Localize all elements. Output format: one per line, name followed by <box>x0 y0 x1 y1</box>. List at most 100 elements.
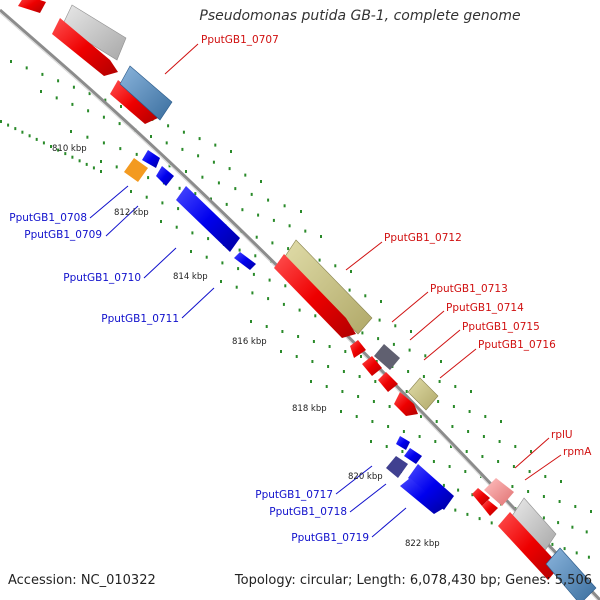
gene-0718[interactable] <box>408 464 454 510</box>
tick-dot <box>490 521 493 525</box>
label-pputgb1-0712[interactable]: PputGB1_0712 <box>384 232 462 244</box>
label-pputgb1-0714[interactable]: PputGB1_0714 <box>446 302 524 314</box>
gene-0714[interactable] <box>362 356 382 376</box>
tick-dot <box>250 192 253 196</box>
tick-dot <box>407 370 410 373</box>
tick-dot <box>304 229 307 233</box>
tick-dot <box>185 170 187 173</box>
tick-dot <box>161 201 164 205</box>
tick-dot <box>267 198 270 202</box>
tick-dot <box>145 195 148 199</box>
tick-dot <box>378 318 381 322</box>
tick-dot <box>25 66 28 70</box>
tick-dot <box>478 517 481 521</box>
label-pputgb1-0710[interactable]: PputGB1_0710 <box>63 272 141 284</box>
tick-dot <box>71 155 74 159</box>
tick-dot <box>238 248 241 252</box>
gene-0706[interactable] <box>18 0 46 13</box>
tick-dot <box>571 525 574 529</box>
tick-dot <box>271 241 274 245</box>
label-pputgb1-0716[interactable]: PputGB1_0716 <box>478 339 556 351</box>
gene-steel-bottom[interactable] <box>545 547 597 600</box>
gene-0707-a[interactable] <box>52 18 118 76</box>
gene-0711[interactable] <box>234 252 256 270</box>
gene-0708-orange[interactable] <box>124 158 148 182</box>
label-rpma[interactable]: rpmA <box>563 446 592 458</box>
tick-dot <box>500 420 502 423</box>
gene-rplu[interactable] <box>484 478 514 506</box>
tick-dot <box>102 115 105 119</box>
leader-pputgb1-0708 <box>89 185 129 219</box>
tick-dot <box>370 440 372 443</box>
tick-dot <box>424 354 427 358</box>
tick-dot <box>230 150 232 153</box>
gene-gray-top[interactable] <box>61 4 127 61</box>
tick-dot <box>177 207 180 211</box>
tick-dot <box>115 165 118 169</box>
label-pputgb1-0717[interactable]: PputGB1_0717 <box>255 489 333 501</box>
label-pputgb1-0718[interactable]: PputGB1_0718 <box>269 506 347 518</box>
gene-red-bottom[interactable] <box>498 512 560 580</box>
tick-dot <box>88 92 91 96</box>
gene-0713[interactable] <box>374 344 400 370</box>
tick-dot <box>327 365 330 368</box>
gene-red-small[interactable] <box>482 500 498 516</box>
tick-dot <box>86 135 89 139</box>
gene-0718-small[interactable] <box>404 448 422 464</box>
tick-dot <box>394 324 397 328</box>
tick-dot <box>118 122 121 126</box>
label-pputgb1-0711[interactable]: PputGB1_0711 <box>101 313 179 325</box>
label-pputgb1-0713[interactable]: PputGB1_0713 <box>430 283 508 295</box>
tick-dot <box>244 173 247 177</box>
tick-dot <box>178 186 181 190</box>
gene-0716[interactable] <box>394 392 418 416</box>
gene-0712[interactable] <box>274 254 356 338</box>
gene-0707[interactable] <box>110 80 158 124</box>
tick-dot <box>282 302 285 306</box>
gene-0716-olive[interactable] <box>407 377 439 411</box>
gene-0715[interactable] <box>378 372 398 392</box>
label-pputgb1-0709[interactable]: PputGB1_0709 <box>24 229 102 241</box>
tick-dot <box>168 164 171 168</box>
gene-steel-top[interactable] <box>119 65 173 121</box>
gene-0719[interactable] <box>400 478 444 514</box>
label-pputgb1-0708[interactable]: PputGB1_0708 <box>9 212 87 224</box>
tick-dot <box>448 465 451 468</box>
forward-strand-genes <box>18 0 597 600</box>
tick-dot <box>260 180 262 183</box>
label-pputgb1-0715[interactable]: PputGB1_0715 <box>462 321 540 333</box>
gene-0717-small[interactable] <box>396 436 410 450</box>
tick-dot <box>150 135 152 138</box>
label-pputgb1-0707[interactable]: PputGB1_0707 <box>201 34 279 46</box>
tick-dot <box>422 375 425 378</box>
gene-0717[interactable] <box>386 456 408 478</box>
tick-814: 814 kbp <box>173 272 208 282</box>
tick-dot <box>551 542 554 546</box>
tick-dot <box>130 190 132 193</box>
gene-0712-olive[interactable] <box>283 239 373 335</box>
tick-dot <box>530 450 532 453</box>
label-pputgb1-0719[interactable]: PputGB1_0719 <box>291 532 369 544</box>
tick-812: 812 kbp <box>114 208 149 218</box>
tick-dot <box>435 420 438 423</box>
tick-dot <box>165 141 168 145</box>
gene-0713-red[interactable] <box>350 340 366 358</box>
gene-0708[interactable] <box>142 150 160 168</box>
gene-rpma[interactable] <box>472 488 490 506</box>
tick-dot <box>288 224 291 228</box>
tick-dot <box>281 330 284 333</box>
tick-dot <box>377 337 380 341</box>
leader-pputgb1-0709 <box>105 205 139 237</box>
tick-dot <box>214 143 217 147</box>
tick-dot <box>300 210 302 213</box>
gene-0709[interactable] <box>156 166 174 186</box>
tick-dot <box>72 85 75 89</box>
reverse-strand-genes <box>124 150 454 514</box>
tick-dot <box>392 342 395 346</box>
tick-dot <box>241 208 244 212</box>
gene-0710[interactable] <box>176 186 240 252</box>
tick-820: 820 kbp <box>348 472 383 482</box>
tick-dot <box>254 254 257 258</box>
label-rplu[interactable]: rplU <box>551 429 573 441</box>
